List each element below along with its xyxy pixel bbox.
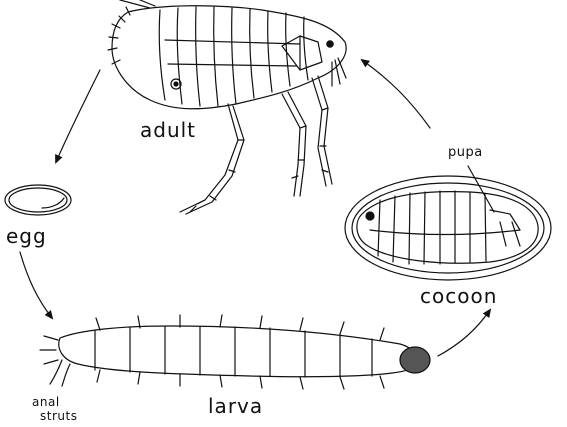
adult-flea-illustration — [108, 0, 346, 214]
label-cocoon: cocoon — [420, 284, 497, 308]
label-pupa: pupa — [448, 146, 483, 159]
larva-illustration — [40, 315, 430, 389]
arrow-adult-to-egg — [56, 70, 100, 162]
label-anal: anal — [32, 396, 60, 409]
pupa-pointer-line — [468, 166, 494, 212]
label-adult: adult — [140, 118, 196, 142]
arrow-larva-to-cocoon — [438, 310, 490, 356]
egg-illustration — [5, 185, 71, 215]
cocoon-illustration — [345, 176, 551, 280]
arrow-cocoon-to-adult — [362, 60, 430, 128]
label-egg: egg — [6, 224, 47, 248]
label-larva: larva — [208, 394, 263, 418]
label-struts: struts — [40, 410, 77, 423]
cycle-arrows — [20, 60, 494, 356]
arrow-egg-to-larva — [20, 252, 52, 318]
